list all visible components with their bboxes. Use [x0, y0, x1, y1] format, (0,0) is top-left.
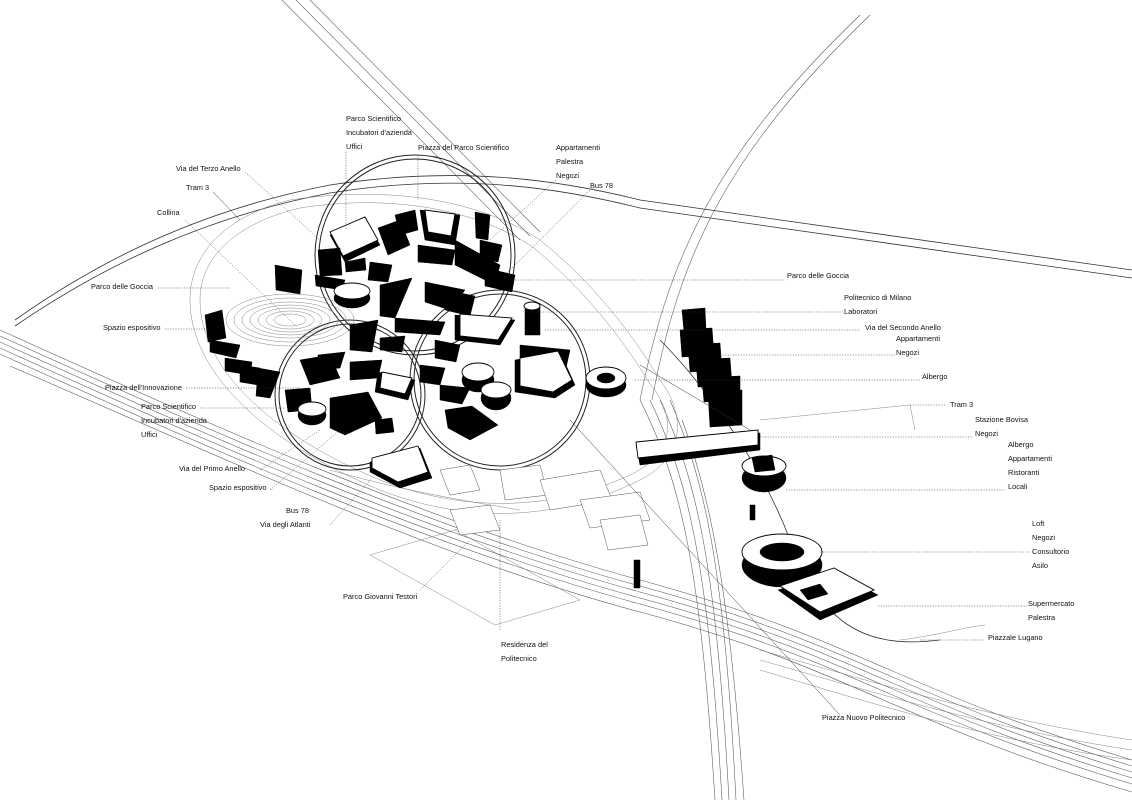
- label-negozi-top: Negozi: [556, 171, 579, 180]
- label-parco-scientifico-mid: Parco Scientifico: [141, 402, 196, 411]
- label-via-atlanti: Via degli Atlanti: [260, 520, 311, 529]
- label-albergo-mid: Albergo: [922, 372, 947, 381]
- label-piazza-nuovo-politecnico: Piazza Nuovo Politecnico: [822, 713, 905, 722]
- label-piazza-innovazione: Piazza dell'Innovazione: [105, 383, 182, 392]
- label-parco-goccia-right: Parco delle Goccia: [787, 271, 850, 280]
- ring-circles: [274, 154, 591, 471]
- label-residenza-2: Politecnico: [501, 654, 537, 663]
- label-spazio-espositivo-low: Spazio espositivo: [209, 483, 267, 492]
- parco-testori-area: [369, 519, 581, 626]
- label-via-primo-anello: Via del Primo Anello: [179, 464, 245, 473]
- label-parco-scientifico-top: Parco Scientifico: [346, 114, 401, 123]
- labels: Parco Scientifico Incubatori d'azienda U…: [91, 114, 1074, 722]
- label-bus78-low: Bus 78: [286, 506, 309, 515]
- label-parco-goccia-left: Parco delle Goccia: [91, 282, 154, 291]
- label-appartamenti-mid: Appartamenti: [896, 334, 940, 343]
- label-piazzale-lugano: Piazzale Lugano: [988, 633, 1043, 642]
- label-loft: Loft: [1032, 519, 1044, 528]
- label-piazza-parco-scientifico: Piazza del Parco Scientifico: [418, 143, 509, 152]
- label-negozi-mid: Negozi: [896, 348, 919, 357]
- label-locali: Locali: [1008, 482, 1028, 491]
- label-spazio-espositivo-left: Spazio espositivo: [103, 323, 161, 332]
- label-negozi-right: Negozi: [975, 429, 998, 438]
- label-via-secondo-anello: Via del Secondo Anello: [865, 323, 941, 332]
- label-palestra-low: Palestra: [1028, 613, 1056, 622]
- buildings: [204, 209, 879, 621]
- label-asilo: Asilo: [1032, 561, 1048, 570]
- label-appartamenti-right: Appartamenti: [1008, 454, 1052, 463]
- collina-hill: [225, 293, 355, 347]
- label-bus78-top: Bus 78: [590, 181, 613, 190]
- label-consultorio: Consultorio: [1032, 547, 1069, 556]
- leader-lines: [158, 152, 1030, 716]
- label-stazione-bovisa: Stazione Bovisa: [975, 415, 1029, 424]
- label-negozi-low: Negozi: [1032, 533, 1055, 542]
- label-via-terzo-anello: Via del Terzo Anello: [176, 164, 241, 173]
- label-incubatori-top: Incubatori d'azienda: [346, 128, 413, 137]
- label-laboratori: Laboratori: [844, 307, 878, 316]
- label-appartamenti-top: Appartamenti: [556, 143, 600, 152]
- label-uffici-top: Uffici: [346, 142, 363, 151]
- label-supermercato: Supermercato: [1028, 599, 1074, 608]
- label-tram3-left: Tram 3: [186, 183, 209, 192]
- label-tram3-right: Tram 3: [950, 400, 973, 409]
- label-ristoranti: Ristoranti: [1008, 468, 1040, 477]
- label-residenza-1: Residenza del: [501, 640, 548, 649]
- label-albergo-right: Albergo: [1008, 440, 1033, 449]
- label-uffici-mid: Uffici: [141, 430, 158, 439]
- label-palestra-top: Palestra: [556, 157, 584, 166]
- label-parco-testori: Parco Giovanni Testori: [343, 592, 418, 601]
- label-collina: Collina: [157, 208, 180, 217]
- label-politecnico-milano: Politecnico di Milano: [844, 293, 911, 302]
- label-incubatori-mid: Incubatori d'azienda: [141, 416, 208, 425]
